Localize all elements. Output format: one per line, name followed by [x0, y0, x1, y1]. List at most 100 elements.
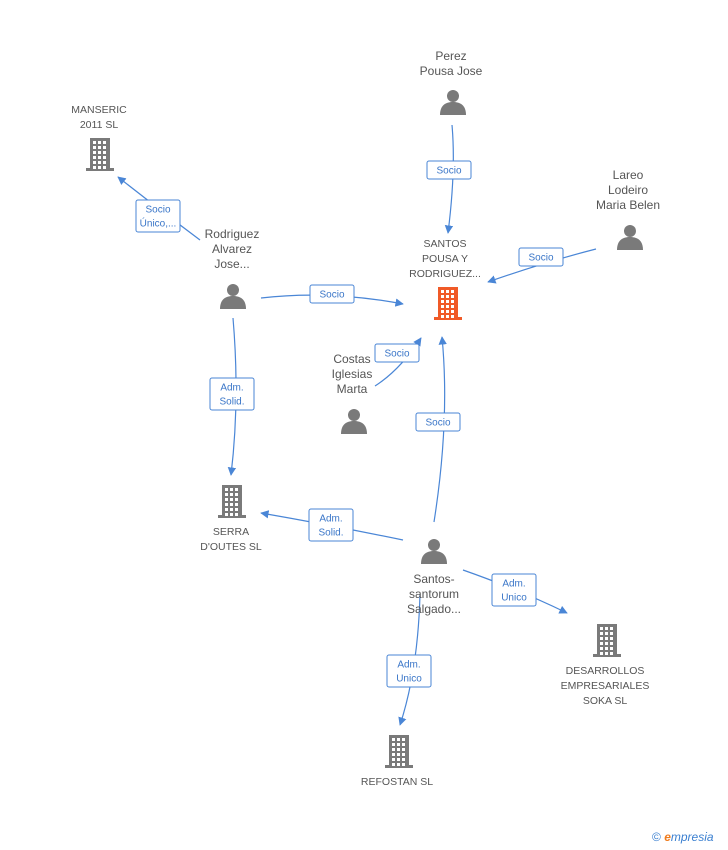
relation-label-box[interactable] [308, 508, 354, 542]
node-label-line: Santos- [413, 572, 454, 586]
edge-santos_santorum-to-serra: Adm. Solid. [260, 508, 404, 542]
person-icon[interactable] [220, 284, 246, 309]
node-label-line: Pousa Jose [420, 64, 483, 78]
node-serra[interactable]: SERRA D'OUTES SL [200, 485, 262, 553]
node-refostan[interactable]: REFOSTAN SL [361, 735, 433, 788]
node-label-line: SERRA [213, 526, 249, 538]
node-label-line: Costas [333, 352, 370, 366]
relation-label-box[interactable] [209, 377, 255, 411]
person-icon[interactable] [421, 539, 447, 564]
relation-label-box[interactable] [491, 573, 537, 607]
node-desarrollos[interactable]: DESARROLLOS EMPRESARIALES SOKA SL [561, 624, 650, 707]
node-label[interactable]: DESARROLLOS EMPRESARIALES SOKA SL [561, 665, 650, 707]
relation-label-line: Solid. [219, 397, 244, 408]
node-label[interactable]: MANSERIC 2011 SL [71, 104, 127, 131]
relation-label-line: Socio [384, 349, 409, 360]
relation-label[interactable]: Socio [384, 349, 409, 360]
relation-label-box[interactable] [309, 284, 355, 304]
node-label-line: santorum [409, 587, 459, 601]
node-label-line: DESARROLLOS [566, 665, 645, 677]
node-label-line: 2011 SL [80, 119, 118, 131]
relation-label-line: Adm. [502, 579, 525, 590]
brand-logo-initial: e [664, 830, 671, 844]
relation-label-line: Adm. [220, 383, 243, 394]
relation-label-box[interactable] [374, 343, 420, 363]
relation-label[interactable]: Adm. Unico [396, 660, 422, 685]
person-icon[interactable] [617, 225, 643, 250]
node-santos-pousa[interactable]: SANTOS POUSA Y RODRIGUEZ... [409, 238, 481, 320]
relation-label-line: Unico [396, 674, 422, 685]
edge-rodriguez-to-serra: Adm. Solid. [209, 317, 255, 476]
node-label-line: Lareo [613, 168, 644, 182]
edge-santos_santorum-to-desarrollos: Adm. Unico [462, 569, 568, 614]
relation-label[interactable]: Socio [436, 166, 461, 177]
node-label[interactable]: SERRA D'OUTES SL [200, 526, 262, 553]
node-label-line: EMPRESARIALES [561, 680, 650, 692]
edge-perez-to-santos_pousa: Socio [426, 124, 472, 234]
relation-label-line: Adm. [319, 514, 342, 525]
node-label-line: D'OUTES SL [200, 541, 262, 553]
node-label-line: Rodriguez [205, 227, 260, 241]
node-label-line: POUSA Y [422, 253, 468, 265]
building-windows [225, 488, 238, 516]
relation-label[interactable]: Socio [528, 253, 553, 264]
relation-label-line: Solid. [318, 528, 343, 539]
relation-label[interactable]: Socio [319, 290, 344, 301]
building-windows [392, 738, 405, 766]
relation-label-line: Socio [145, 205, 170, 216]
relation-label-box[interactable] [415, 412, 461, 432]
relation-label-box[interactable] [426, 160, 472, 180]
node-label-line: MANSERIC [71, 104, 127, 116]
relation-label[interactable]: Adm. Unico [501, 579, 527, 604]
node-label-line: RODRIGUEZ... [409, 268, 481, 280]
building-windows [600, 627, 613, 655]
copyright-symbol: © [652, 830, 661, 844]
building-windows [93, 141, 106, 169]
relation-label-box[interactable] [135, 199, 181, 233]
node-label-line: REFOSTAN SL [361, 776, 433, 788]
node-label-line: Perez [435, 49, 466, 63]
relation-label-box[interactable] [386, 654, 432, 688]
node-label-line: Maria Belen [596, 198, 660, 212]
node-label[interactable]: REFOSTAN SL [361, 776, 433, 788]
node-label-line: Salgado... [407, 602, 461, 616]
node-label-line: Lodeiro [608, 183, 648, 197]
edge-santos_santorum-to-refostan: Adm. Unico [386, 593, 432, 726]
relation-label-line: Socio [425, 418, 450, 429]
footer-brand: © empresia [652, 830, 714, 844]
edge-rodriguez-to-santos_pousa: Socio [260, 284, 404, 307]
relation-label-line: Socio [436, 166, 461, 177]
relation-label-line: Adm. [397, 660, 420, 671]
relation-label-line: Unico [501, 593, 527, 604]
node-label-line: Marta [337, 382, 368, 396]
relation-label-line: Socio [319, 290, 344, 301]
relation-label-box[interactable] [518, 247, 564, 267]
relation-label[interactable]: Adm. Solid. [219, 383, 244, 408]
edge-costas-to-santos_pousa: Socio [374, 337, 422, 387]
relation-label[interactable]: Socio [425, 418, 450, 429]
node-label[interactable]: SANTOS POUSA Y RODRIGUEZ... [409, 238, 481, 280]
person-icon[interactable] [341, 409, 367, 434]
relation-label[interactable]: Adm. Solid. [318, 514, 343, 539]
node-label-line: SANTOS [424, 238, 467, 250]
edge-santos_santorum-to-santos_pousa: Socio [415, 336, 461, 523]
node-label-line: Iglesias [332, 367, 373, 381]
node-manseric[interactable]: MANSERIC 2011 SL [71, 104, 127, 171]
person-icon[interactable] [440, 90, 466, 115]
node-label-line: SOKA SL [583, 695, 628, 707]
